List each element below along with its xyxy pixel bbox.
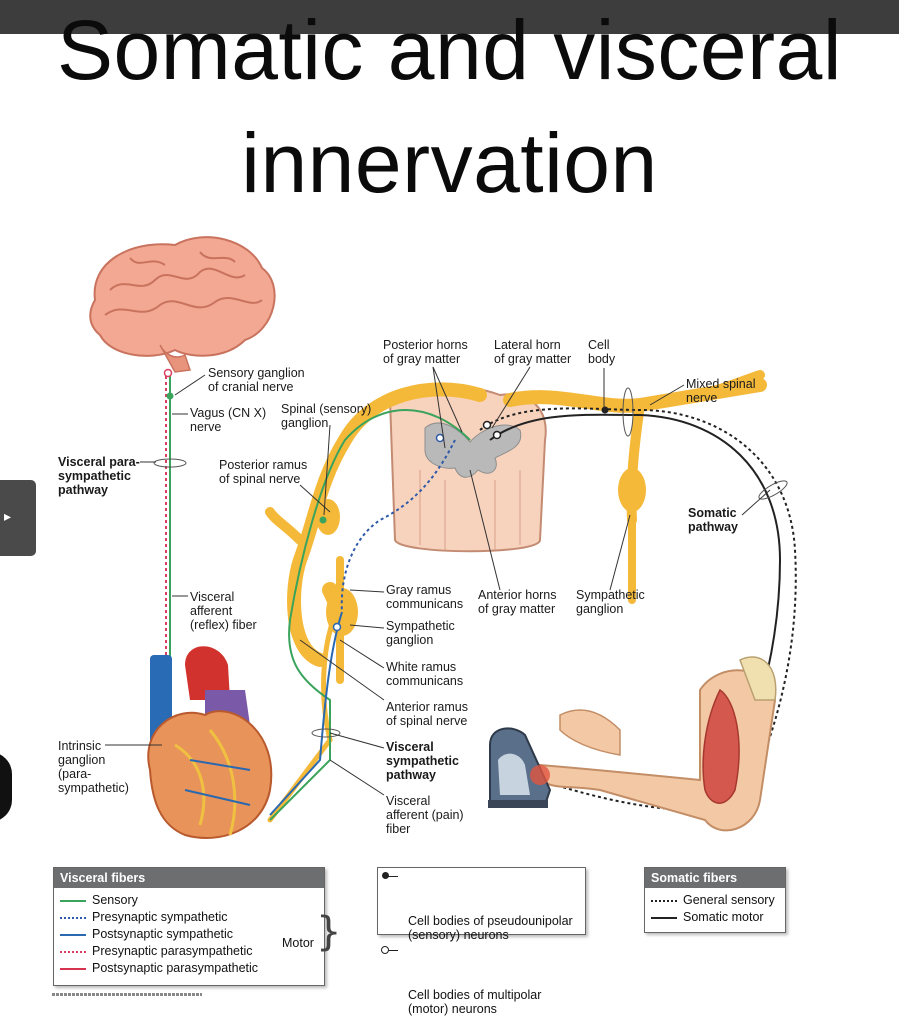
label-visceral-sympathetic: Visceral sympathetic pathway: [386, 740, 459, 782]
legend-label: Postsynaptic parasympathetic: [92, 961, 259, 975]
legend-item-postsynaptic-parasympathetic: Postsynaptic parasympathetic: [54, 960, 324, 977]
swatch-line: [384, 876, 398, 877]
heart-illustration: [147, 646, 273, 839]
label-posterior-horns: Posterior horns of gray matter: [383, 338, 468, 366]
swatch-sensory: [60, 900, 86, 902]
label-sympathetic-ganglion-right: Sympathetic ganglion: [576, 588, 645, 616]
swatch-presynaptic-parasympathetic: [60, 951, 86, 953]
open-circle-icon: [381, 946, 389, 954]
swatch-general-sensory: [651, 900, 677, 902]
legend-somatic-header: Somatic fibers: [645, 868, 785, 888]
motor-brace: }: [316, 909, 342, 955]
swatch-presynaptic-sympathetic: [60, 917, 86, 919]
filled-circle-icon: [382, 872, 389, 879]
label-anterior-horns: Anterior horns of gray matter: [478, 588, 557, 616]
legend-item-presynaptic-parasympathetic: Presynaptic parasympathetic: [54, 943, 324, 960]
label-visceral-afferent-reflex: Visceral afferent (reflex) fiber: [190, 590, 257, 632]
swatch-postsynaptic-sympathetic: [60, 934, 86, 936]
label-visceral-afferent-pain: Visceral afferent (pain) fiber: [386, 794, 464, 836]
brain-illustration: [89, 236, 276, 373]
legend-visceral-fibers: Visceral fibers Sensory Presynaptic symp…: [53, 867, 341, 986]
legend-item-postsynaptic-sympathetic: Postsynaptic sympathetic: [54, 926, 324, 943]
label-posterior-ramus: Posterior ramus of spinal nerve: [219, 458, 308, 486]
label-cell-body: Cell body: [588, 338, 616, 366]
label-visceral-parasympathetic: Visceral para- sympathetic pathway: [58, 455, 140, 497]
legend-item-general-sensory: General sensory: [645, 892, 785, 909]
legend-label: General sensory: [683, 893, 775, 907]
swatch-postsynaptic-parasympathetic: [60, 968, 86, 970]
legend-label: Postsynaptic sympathetic: [92, 927, 234, 941]
label-lateral-horn: Lateral horn of gray matter: [494, 338, 572, 366]
label-vagus-nerve: Vagus (CN X) nerve: [190, 406, 267, 434]
page-title-line2: innervation: [241, 116, 658, 210]
label-white-ramus: White ramus communicans: [386, 660, 464, 688]
label-sympathetic-ganglion: Sympathetic ganglion: [386, 619, 455, 647]
legend-item-pseudounipolar: Cell bodies of pseudounipolar (sensory) …: [378, 872, 585, 942]
legend-item-sensory: Sensory: [54, 892, 324, 909]
legend-label: Cell bodies of multipolar (motor) neuron…: [408, 988, 542, 1016]
label-somatic-pathway: Somatic pathway: [688, 506, 739, 534]
top-bar: [0, 0, 899, 34]
legend-label: Sensory: [92, 893, 138, 907]
swatch-line: [384, 950, 398, 951]
legend-cell-bodies: Cell bodies of pseudounipolar (sensory) …: [377, 867, 586, 1016]
legend-label: Cell bodies of pseudounipolar (sensory) …: [408, 914, 573, 942]
legend-motor-label: Motor: [282, 936, 314, 950]
side-edge-decoration: [0, 752, 12, 822]
legend-label: Presynaptic sympathetic: [92, 910, 228, 924]
side-nav-tab[interactable]: ▸: [0, 480, 36, 556]
label-intrinsic-ganglion: Intrinsic ganglion (para- sympathetic): [58, 739, 129, 795]
legend-visceral-header: Visceral fibers: [54, 868, 324, 888]
legend-item-somatic-motor: Somatic motor: [645, 909, 785, 926]
label-sensory-ganglion: Sensory ganglion of cranial nerve: [208, 366, 305, 394]
legend-label: Somatic motor: [683, 910, 764, 924]
copyright-fine-print: [52, 993, 202, 996]
legend-item-multipolar: Cell bodies of multipolar (motor) neuron…: [378, 946, 585, 1016]
spinal-ganglion-shape: [316, 499, 340, 535]
sympathetic-ganglion-right-shape: [618, 468, 646, 512]
legend-label: Presynaptic parasympathetic: [92, 944, 253, 958]
legend-somatic-fibers: Somatic fibers General sensory Somatic m…: [644, 867, 786, 933]
label-leader-lines: [105, 366, 771, 796]
swatch-somatic-motor: [651, 917, 677, 919]
label-mixed-spinal-nerve: Mixed spinal nerve: [686, 377, 756, 405]
legend-item-presynaptic-sympathetic: Presynaptic sympathetic: [54, 909, 324, 926]
arm-illustration: [488, 656, 777, 832]
label-gray-ramus: Gray ramus communicans: [386, 583, 464, 611]
page-title-line1: Somatic and visceral: [57, 3, 842, 97]
chevron-right-icon: ▸: [4, 508, 12, 524]
label-anterior-ramus: Anterior ramus of spinal nerve: [386, 700, 468, 728]
label-spinal-sensory-ganglion: Spinal (sensory) ganglion: [281, 402, 372, 430]
